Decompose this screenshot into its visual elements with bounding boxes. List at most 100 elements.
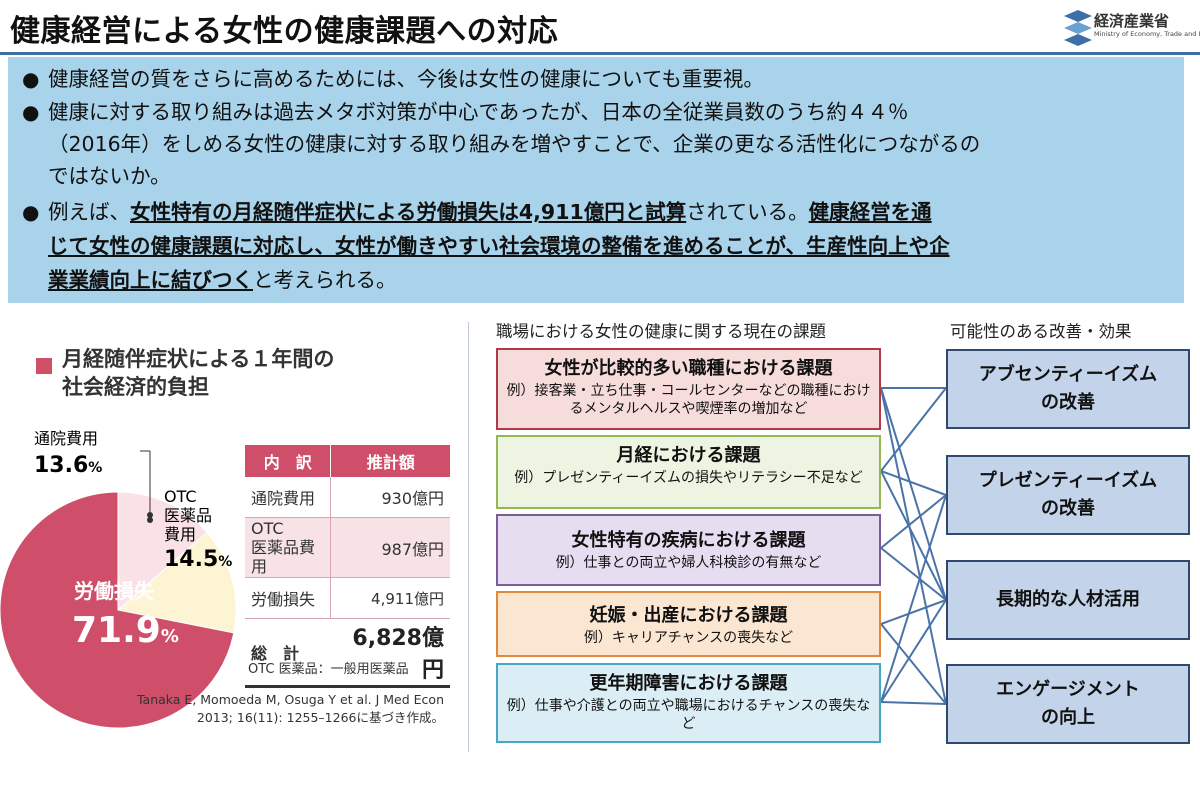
issue-title: 月経における課題 [616,445,761,466]
issue-title: 女性特有の疾病における課題 [571,530,806,551]
effect-box-talent: 長期的な人材活用 [946,560,1190,640]
heading-marker-icon [36,358,52,374]
pie-label-otc-3: 費用 [164,525,196,544]
table-cell-amount: 930億円 [330,477,450,518]
source-line1: Tanaka E, Momoeda M, Osuga Y et al. J Me… [136,692,444,707]
issue-box-disease: 女性特有の疾病における課題 例）仕事との両立や婦人科検診の有無など [496,514,881,586]
issue-desc: 例）プレゼンティーイズムの損失やリテラシー不足など [514,470,863,486]
summary-emphasis: 女性特有の月経随伴症状による労働損失は4,911億円と試算 [130,200,687,224]
summary-box: ● 健康経営の質をさらに高めるためには、今後は女性の健康についても重要視。 ● … [8,57,1184,303]
table-cell-item: OTC 医薬品費用 [245,517,331,578]
summary-text: 例えば、 [48,200,130,224]
effect-box-engagement: エンゲージメントの向上 [946,664,1190,744]
pie-pct-sign: % [218,554,232,570]
pie-label-visit: 通院費用 [34,429,98,448]
effect-line2: の改善 [1040,498,1095,519]
connector-line [880,387,947,601]
table-header-amount: 推計額 [330,445,450,477]
logo-text: 経済産業省 [1094,12,1170,30]
summary-emphasis: 業業績向上に結びつく [48,268,253,292]
summary-bullet-3-line3: 業業績向上に結びつくと考えられる。 [48,268,397,292]
pie-heading: 月経随伴症状による１年間の 社会経済的負担 [62,345,334,401]
effect-box-presenteeism: プレゼンティーイズムの改善 [946,455,1190,535]
issue-desc: 例）仕事や介護との両立や職場におけるチャンスの喪失など [506,698,871,732]
issue-title: 妊娠・出産における課題 [589,605,788,626]
summary-bullet-2-line1: 健康に対する取り組みは過去メタボ対策が中心であったが、日本の全従業員数のうち約４… [48,100,909,124]
meti-logo-icon [1064,10,1092,46]
summary-emphasis: 健康経営を通 [808,200,932,224]
summary-bullet-3-line2: じて女性の健康課題に対応し、女性が働きやすい社会環境の整備を進めることが、生産性… [48,234,950,258]
title-underline [0,52,1200,55]
table-header-item: 内 訳 [245,445,331,477]
pie-label-labor: 労働損失 [74,579,155,603]
pie-slice-labor [0,491,235,729]
summary-bullet-1: 健康経営の質をさらに高めるためには、今後は女性の健康についても重要視。 [48,67,764,91]
pie-slice-otc [116,531,237,634]
pie-pct-otc: 14.5% [164,547,232,572]
pie-pct-sign: % [88,460,102,476]
page-title: 健康経営による女性の健康課題への対応 [10,14,559,49]
connector-line [880,387,947,472]
connector-line [880,494,947,549]
bullet-icon: ● [22,100,40,124]
table-total-row: 総 計 6,828億円 [245,618,450,688]
issues-column-title: 職場における女性の健康に関する現在の課題 [496,322,826,341]
issue-title: 女性が比較的多い職種における課題 [544,358,833,379]
issue-desc: 例）仕事との両立や婦人科検診の有無など [555,555,822,571]
issue-title: 更年期障害における課題 [589,673,788,694]
connector-line [880,470,947,601]
issue-desc: 例）キャリアチャンスの喪失など [583,630,794,646]
pie-pct-visit: 13.6% [34,453,102,478]
pie-label-otc-2: 医薬品 [164,506,212,525]
issue-box-menstruation: 月経における課題 例）プレゼンティーイズムの損失やリテラシー不足など [496,435,881,509]
source-line2: 2013; 16(11): 1255–1266に基づき作成。 [196,710,444,725]
effect-box-absenteeism: アブセンティーイズムの改善 [946,349,1190,429]
source-citation: Tanaka E, Momoeda M, Osuga Y et al. J Me… [104,692,444,726]
table-cell-item: 労働損失 [245,577,331,619]
summary-text: されている。 [686,200,809,224]
table-row: 通院費用 930億円 [245,477,450,518]
pie-pct-visit-value: 13.6 [34,453,88,478]
leader-dot [147,517,153,523]
effect-line2: の改善 [1040,392,1095,413]
effect-line2: の向上 [1040,707,1095,728]
pie-pct-labor-value: 71.9 [72,610,161,651]
table-cell-item: 通院費用 [245,477,331,518]
summary-bullet-2-line2: （2016年）をしめる女性の健康に対する取り組みを増やすことで、企業の更なる活性… [48,132,981,156]
pie-pct-sign: % [161,626,179,647]
connector-line [880,599,947,703]
pie-heading-line1: 月経随伴症状による１年間の [62,347,335,371]
connector-line [880,387,947,705]
connector-line [880,547,947,601]
pie-pct-otc-value: 14.5 [164,547,218,572]
issue-box-pregnancy: 妊娠・出産における課題 例）キャリアチャンスの喪失など [496,591,881,657]
table-total-label: 総 計 [245,618,331,688]
effects-column-title: 可能性のある改善・効果 [950,322,1132,341]
issue-box-menopause: 更年期障害における課題 例）仕事や介護との両立や職場におけるチャンスの喪失など [496,663,881,743]
issue-box-occupation: 女性が比較的多い職種における課題 例）接客業・立ち仕事・コールセンターなどの職種… [496,348,881,430]
table-cell-amount: 4,911億円 [330,577,450,619]
pie-heading-line2: 社会経済的負担 [62,375,209,399]
bullet-icon: ● [22,67,40,91]
effect-line1: エンゲージメント [996,679,1140,700]
summary-bullet-2-line3: ではないか。 [48,164,171,188]
table-row: 労働損失 4,911億円 [245,577,450,619]
table-row: OTC 医薬品費用 987億円 [245,517,450,578]
effect-line1: 長期的な人材活用 [996,589,1140,610]
connector-line [880,599,947,625]
table-cell-amount: 987億円 [330,517,450,578]
connector-line [880,470,947,496]
leader-dot [147,512,153,518]
pie-slices [0,491,237,729]
pie-chart: 通院費用 13.6% OTC 医薬品 費用 14.5% 労働損失 71.9% [0,429,237,729]
connector-line [880,494,947,703]
effect-line1: アブセンティーイズム [978,364,1158,385]
panel-divider [468,322,469,752]
issue-desc: 例）接客業・立ち仕事・コールセンターなどの職種におけるメンタルヘルスや喫煙率の増… [506,383,871,417]
summary-bullet-3-line1: 例えば、女性特有の月経随伴症状による労働損失は4,911億円と試算されている。健… [48,200,932,224]
otc-note: OTC 医薬品：一般用医薬品 [248,662,409,677]
connector-line [880,623,947,705]
pie-label-otc-1: OTC [164,487,197,506]
logo-subtext: Ministry of Economy, Trade and Industry [1094,30,1200,38]
